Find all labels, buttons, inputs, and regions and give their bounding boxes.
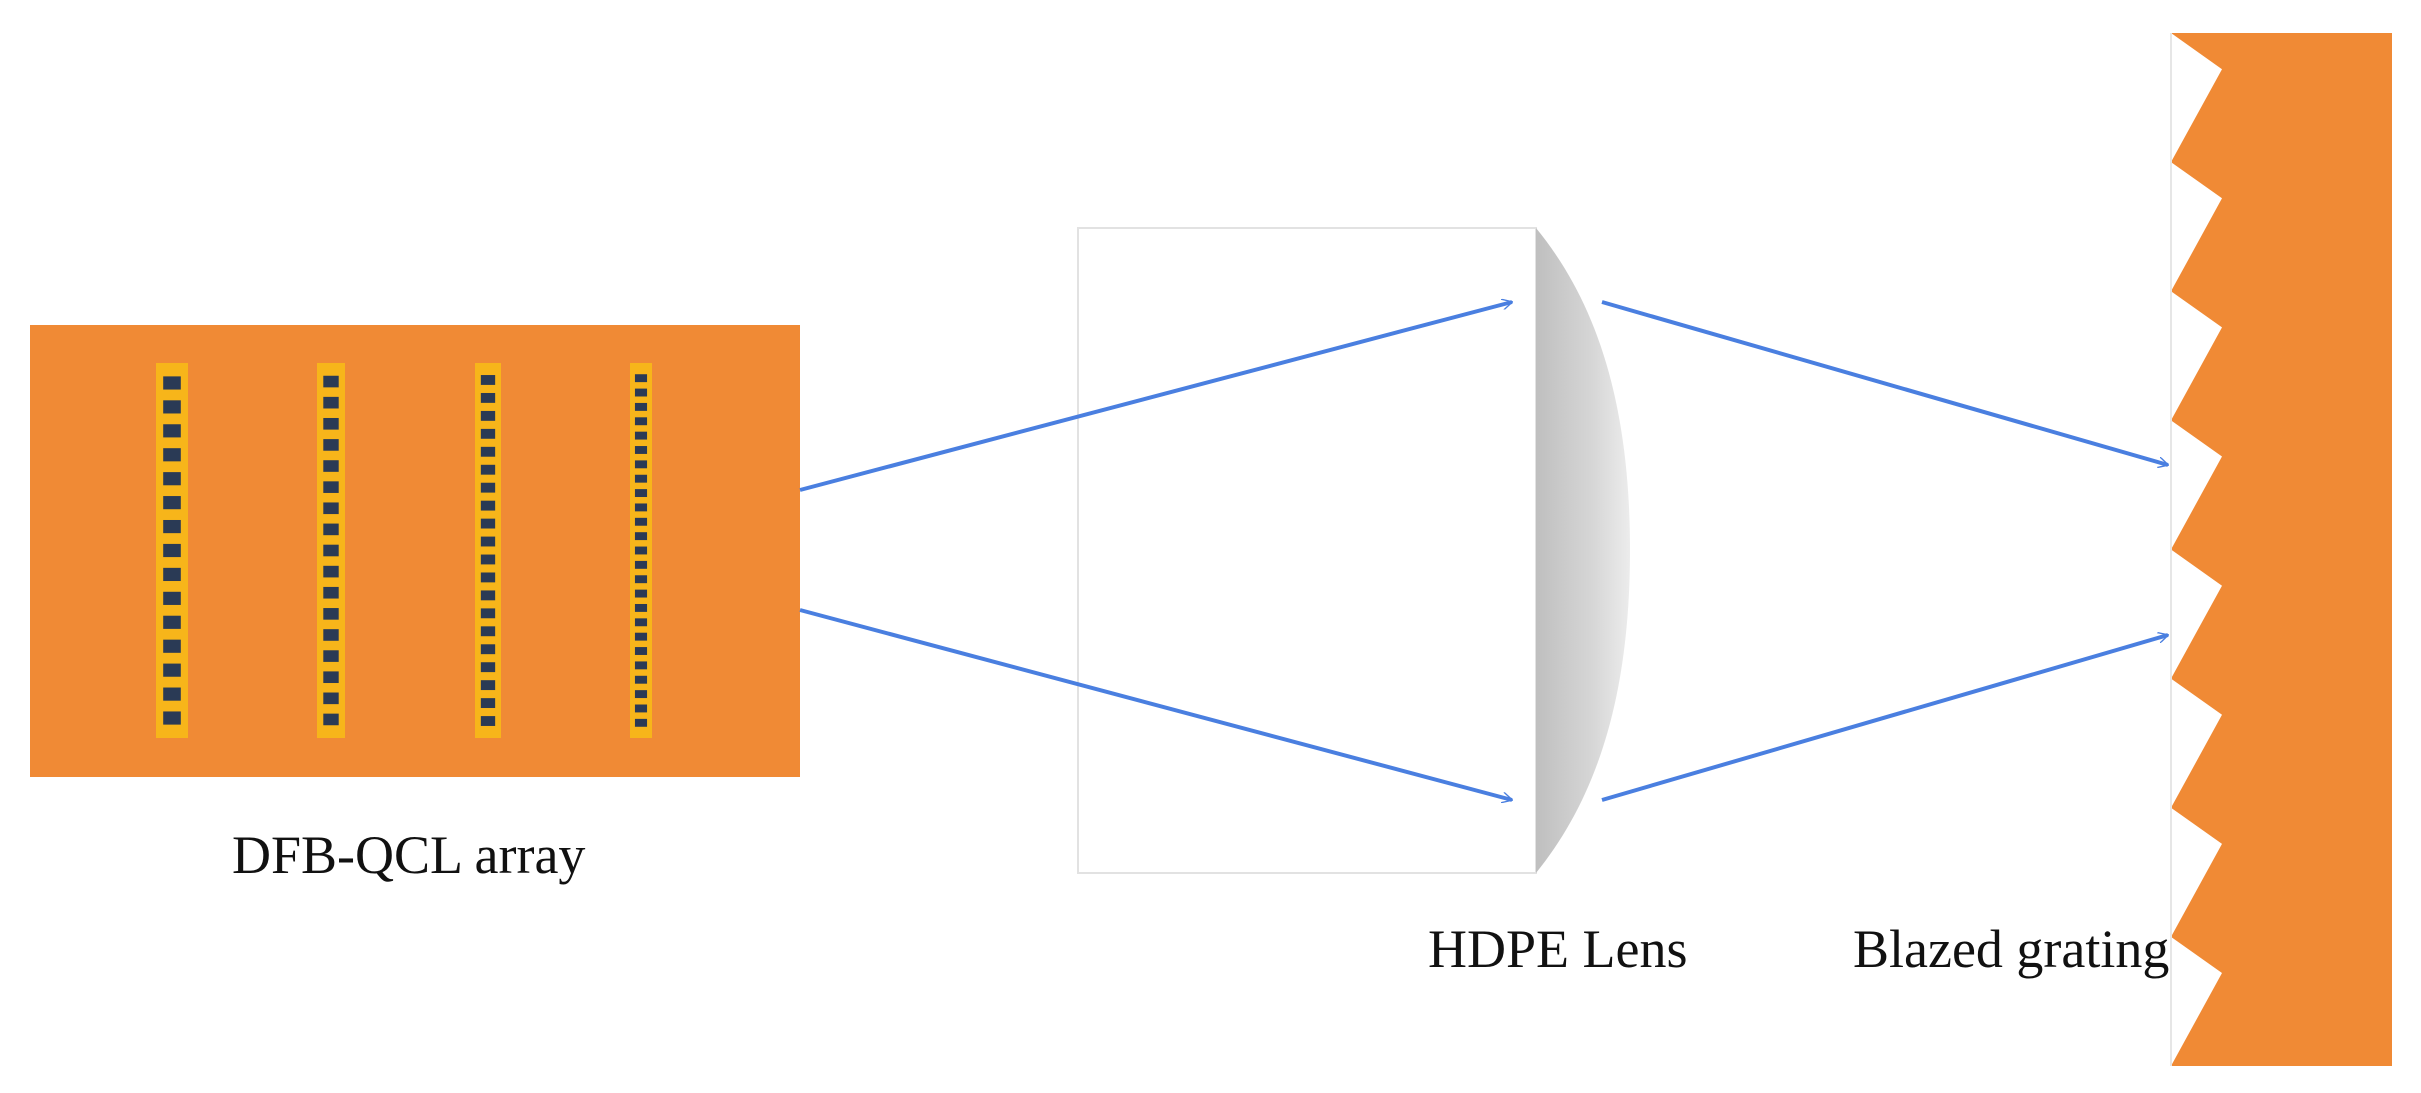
emitter-segment bbox=[634, 575, 648, 584]
ray-lower-to-grating bbox=[1601, 635, 2168, 802]
emitter-segment bbox=[480, 716, 496, 726]
label-blazed-grating: Blazed grating bbox=[1853, 919, 2170, 979]
emitter-segment bbox=[163, 663, 181, 677]
blazed-grating bbox=[2170, 33, 2392, 1066]
emitter-segment bbox=[634, 402, 648, 411]
emitter-segment bbox=[323, 544, 339, 557]
emitter-segment bbox=[480, 500, 496, 511]
lens-element bbox=[1536, 228, 1630, 873]
emitter-segment bbox=[634, 431, 648, 440]
emitter-segment bbox=[634, 460, 648, 469]
emitter-segment bbox=[634, 417, 648, 426]
ray-upper-to-grating bbox=[1601, 300, 2168, 465]
emitter-segment bbox=[163, 496, 181, 510]
emitter-segment bbox=[163, 424, 181, 438]
emitter-segment bbox=[480, 608, 496, 619]
emitter-segment bbox=[323, 523, 339, 536]
emitter-segment bbox=[163, 567, 181, 582]
emitter-segment bbox=[323, 713, 339, 726]
emitter-segment bbox=[323, 586, 339, 599]
emitter-segment bbox=[634, 589, 648, 598]
lens-housing-box bbox=[1077, 227, 1537, 874]
emitter-segment bbox=[480, 375, 496, 385]
laser-chip bbox=[30, 325, 800, 777]
emitter-segment bbox=[634, 517, 648, 526]
emitter-segment bbox=[163, 448, 181, 462]
emitter-segment bbox=[480, 428, 496, 439]
emitter-segment bbox=[480, 572, 496, 583]
emitter-segment bbox=[323, 650, 339, 662]
emitter-segment bbox=[163, 711, 181, 725]
emitter-segment bbox=[323, 671, 339, 684]
emitter-segment bbox=[480, 392, 496, 403]
emitter-segment bbox=[634, 603, 648, 612]
emitter-segment bbox=[634, 647, 648, 655]
emitter-segment bbox=[323, 629, 339, 641]
emitter-segment bbox=[480, 590, 496, 601]
emitter-segment bbox=[634, 690, 648, 699]
emitter-segment bbox=[323, 396, 339, 409]
emitter-segment bbox=[323, 481, 339, 493]
emitter-segment bbox=[163, 687, 181, 701]
emitter-segment bbox=[634, 388, 648, 397]
emitter-segment bbox=[163, 639, 181, 653]
emitter-segment bbox=[634, 560, 648, 569]
emitter-segment bbox=[323, 417, 339, 430]
emitter-segment bbox=[634, 446, 648, 454]
emitter-segment bbox=[634, 474, 648, 483]
dfb-qcl-array bbox=[30, 325, 800, 777]
emitter-segment bbox=[480, 698, 496, 709]
emitter-segment bbox=[634, 546, 648, 555]
emitter-segment bbox=[163, 472, 181, 486]
emitter-segment bbox=[323, 608, 339, 620]
emitter-segment bbox=[634, 718, 648, 727]
emitter-segment bbox=[480, 536, 496, 547]
emitter-segment bbox=[634, 632, 648, 641]
emitter-segment bbox=[634, 532, 648, 541]
emitter-segment bbox=[634, 704, 648, 713]
emitter-segment bbox=[634, 661, 648, 670]
grating-surface bbox=[2171, 33, 2392, 1066]
ray-upper-to-lens bbox=[799, 302, 1512, 492]
emitter-segment bbox=[634, 489, 648, 498]
label-dfb-qcl-array: DFB-QCL array bbox=[232, 825, 586, 885]
emitter-segment bbox=[480, 554, 496, 565]
emitter-segment bbox=[634, 618, 648, 627]
emitter-segment bbox=[480, 446, 496, 457]
emitter-segment bbox=[634, 675, 648, 684]
emitter-segment bbox=[634, 503, 648, 512]
beam-rays bbox=[799, 300, 2168, 802]
emitter-segment bbox=[480, 482, 496, 493]
emitter-segment bbox=[163, 376, 181, 390]
hdpe-lens bbox=[1077, 227, 1630, 874]
emitter-segment bbox=[480, 644, 496, 655]
emitter-segment bbox=[480, 518, 496, 529]
emitter-segment bbox=[480, 626, 496, 637]
ray-lower-to-lens bbox=[799, 608, 1512, 800]
emitter-segment bbox=[163, 615, 181, 629]
emitter-segment bbox=[480, 662, 496, 673]
emitter-segment bbox=[480, 464, 496, 475]
emitter-segment bbox=[163, 543, 181, 558]
emitter-segment bbox=[634, 374, 648, 383]
label-hdpe-lens: HDPE Lens bbox=[1428, 919, 1688, 979]
emitter-segment bbox=[480, 410, 496, 421]
emitter-segment bbox=[323, 439, 339, 451]
emitter-segment bbox=[163, 400, 181, 414]
emitter-segment bbox=[163, 519, 181, 534]
emitter-segment bbox=[323, 375, 339, 388]
emitter-segment bbox=[163, 591, 181, 605]
laser-stripes bbox=[156, 363, 652, 738]
laser-stripe bbox=[475, 363, 501, 738]
emitter-segment bbox=[323, 692, 339, 705]
emitter-segment bbox=[323, 502, 339, 515]
emitter-segment bbox=[323, 565, 339, 578]
emitter-segment bbox=[480, 680, 496, 691]
emitter-segment bbox=[323, 460, 339, 472]
